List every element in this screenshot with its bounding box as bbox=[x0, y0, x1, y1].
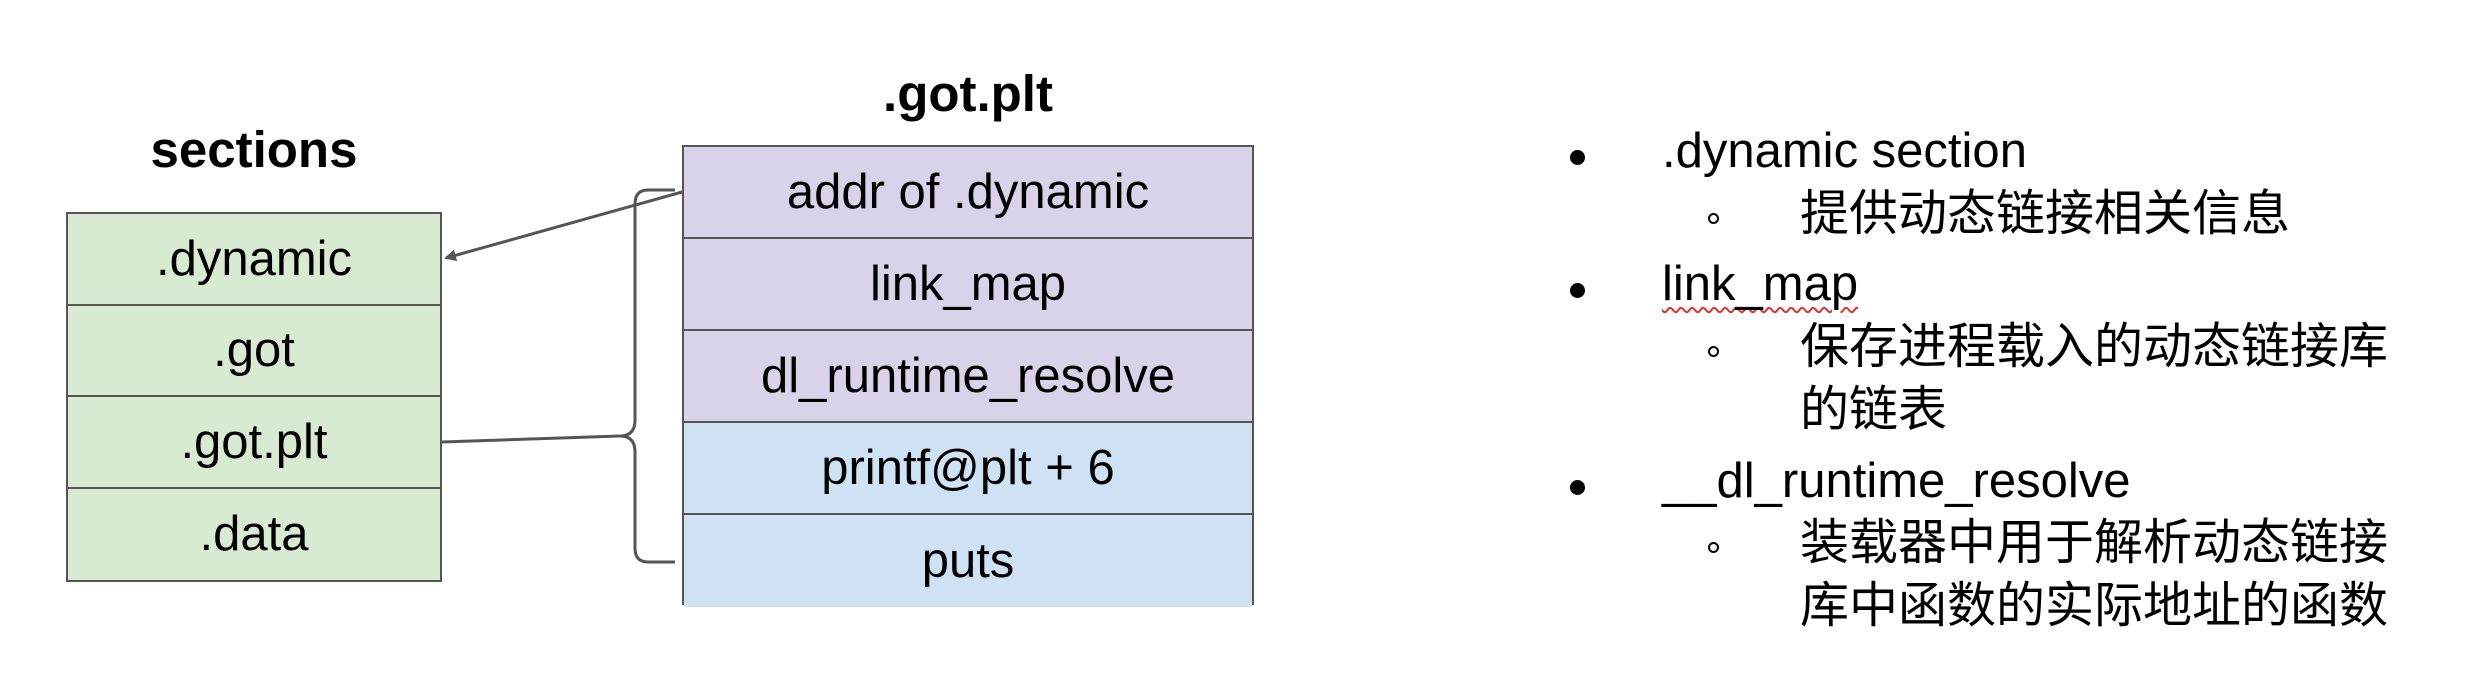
note-detail: 保存进程载入的动态链接库 的链表 bbox=[1560, 316, 2460, 441]
note-item: __dl_runtime_resolve bbox=[1560, 450, 2460, 513]
note-detail-line: 装载器中用于解析动态链接 bbox=[1800, 516, 2389, 571]
arrow-addr-dynamic-to-dynamic bbox=[444, 190, 683, 262]
got-plt-entry-puts: puts bbox=[684, 515, 1252, 607]
sections-stack: .dynamic .got .got.plt .data bbox=[66, 212, 442, 582]
note-detail-line: 提供动态链接相关信息 bbox=[1800, 186, 2291, 241]
bullet-dot-icon bbox=[1570, 150, 1585, 165]
section-cell-got-plt: .got.plt bbox=[68, 397, 440, 489]
note-detail-line: 库中函数的实际地址的函数 bbox=[1800, 579, 2389, 634]
got-plt-entry-link-map: link_map bbox=[684, 239, 1252, 331]
section-cell-got: .got bbox=[68, 305, 440, 397]
note-term: __dl_runtime_resolve bbox=[1662, 453, 2131, 508]
note-term: link_map bbox=[1662, 257, 1859, 312]
bullet-dot-icon bbox=[1570, 479, 1585, 495]
bullet-ring-icon bbox=[1708, 542, 1719, 554]
got-plt-title: .got.plt bbox=[883, 65, 1053, 122]
note-item: .dynamic section bbox=[1560, 120, 2460, 183]
note-term: .dynamic section bbox=[1662, 124, 2027, 178]
notes-list: .dynamic section 提供动态链接相关信息 link_map 保存进… bbox=[1560, 120, 2460, 638]
got-plt-entry-dl-runtime-resolve: dl_runtime_resolve bbox=[684, 331, 1252, 423]
bullet-ring-icon bbox=[1708, 212, 1719, 224]
connector-got-plt-to-brace bbox=[441, 434, 621, 444]
note-item: link_map bbox=[1560, 253, 2460, 316]
note-detail: 装载器中用于解析动态链接 库中函数的实际地址的函数 bbox=[1560, 512, 2460, 637]
note-detail-line: 保存进程载入的动态链接库 bbox=[1800, 320, 2389, 375]
section-cell-dynamic: .dynamic bbox=[68, 214, 440, 306]
got-plt-stack: addr of .dynamic link_map dl_runtime_res… bbox=[682, 145, 1254, 607]
bullet-ring-icon bbox=[1708, 346, 1719, 358]
sections-title: sections bbox=[150, 121, 358, 178]
note-detail: 提供动态链接相关信息 bbox=[1560, 183, 2460, 246]
got-plt-brace bbox=[619, 188, 675, 564]
section-cell-data: .data bbox=[68, 488, 440, 580]
got-plt-entry-addr-dynamic: addr of .dynamic bbox=[684, 147, 1252, 239]
note-detail-line: 的链表 bbox=[1800, 382, 1948, 437]
bullet-dot-icon bbox=[1570, 283, 1585, 299]
got-plt-entry-printf-plt: printf@plt + 6 bbox=[684, 423, 1252, 515]
